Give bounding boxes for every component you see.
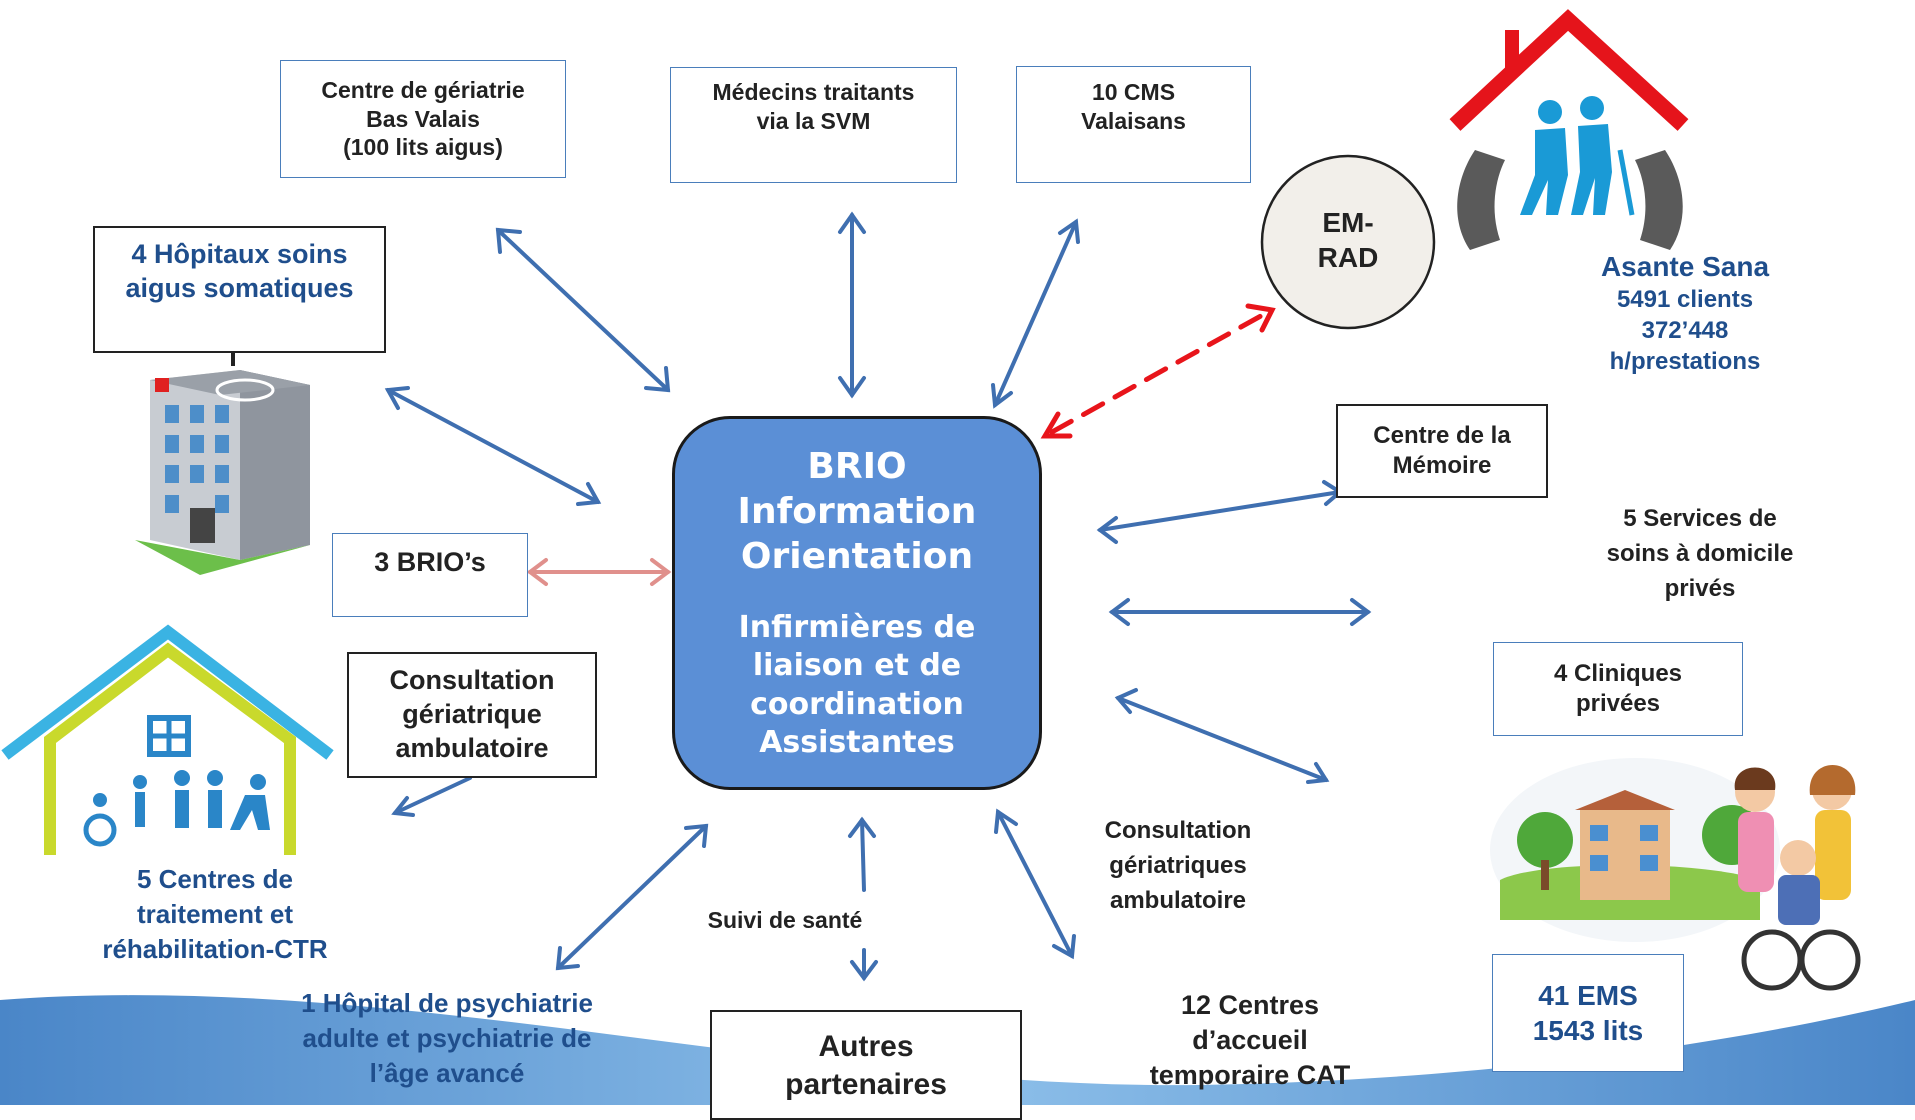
center-sub-line-4: Assistantes — [759, 724, 955, 760]
node-emrad-line-2: RAD — [1317, 242, 1379, 273]
node-cat-line-2: d’accueil — [1192, 1025, 1308, 1056]
rehabilitation-house-icon — [1, 624, 334, 855]
center-title-line-3: Orientation — [740, 535, 974, 577]
brio-center-node: BRIO Information Orientation Infirmières… — [672, 416, 1042, 790]
node-asante-clients: 5491 clients — [1616, 285, 1754, 313]
node-brios: 3 BRIO’s — [332, 533, 528, 617]
node-consult-geri-line-2: gériatriques — [1109, 851, 1247, 879]
node-memoire-line-2: Mémoire — [1392, 452, 1492, 479]
node-memoire-line-1: Centre de la — [1373, 422, 1511, 449]
emrad-dashed-arrow — [1040, 303, 1276, 439]
center-title-line-2: Information — [737, 490, 977, 532]
emrad-circle — [1260, 154, 1436, 330]
node-asante-title: Asante Sana — [1600, 251, 1770, 282]
node-psy-line-1: 1 Hôpital de psychiatrie — [301, 988, 593, 1018]
brio-link-arrow — [526, 558, 672, 586]
node-asante: Asante Sana 5491 clients 372’448 h/prest… — [1570, 250, 1800, 377]
node-psy-line-3: l’âge avancé — [369, 1058, 525, 1089]
node-asante-hours: 372’448 — [1641, 316, 1729, 344]
node-cat-line-3: temporaire CAT — [1149, 1060, 1351, 1091]
hospital-building-icon — [135, 353, 310, 575]
node-consult-geri: Consultation gériatriques ambulatoire — [1072, 814, 1284, 918]
node-geriatrie: Centre de gériatrie Bas Valais (100 lits… — [280, 60, 566, 178]
center-sub-line-2: liaison et de — [752, 648, 962, 684]
connector-arrows — [384, 211, 1372, 982]
node-ctr-line-2: traitement et — [136, 899, 294, 930]
node-consult-amb-line-3: ambulatoire — [395, 732, 549, 763]
node-consult-amb-line-2: gériatrique — [402, 699, 542, 730]
node-hopitaux: 4 Hôpitaux soins aigus somatiques — [93, 226, 386, 353]
node-ems-line-1: 41 EMS — [1538, 980, 1638, 1011]
node-consult-geri-line-1: Consultation — [1104, 817, 1252, 844]
node-medecins: Médecins traitants via la SVM — [670, 67, 957, 183]
ems-residence-icon — [1490, 758, 1861, 991]
node-cliniques-line-2: privées — [1575, 690, 1661, 717]
node-cat-line-1: 12 Centres — [1180, 990, 1320, 1020]
node-ems-line-2: 1543 lits — [1532, 1015, 1644, 1046]
node-medecins-line-2: via la SVM — [756, 107, 871, 134]
node-services-line-2: soins à domicile — [1606, 539, 1794, 567]
node-brios-label: 3 BRIO’s — [374, 547, 486, 577]
node-psy-line-2: adulte et psychiatrie de — [302, 1023, 592, 1054]
node-consult-amb-line-1: Consultation — [389, 665, 555, 696]
node-ctr-line-1: 5 Centres de — [136, 864, 294, 894]
footer-wave — [0, 995, 1915, 1105]
node-ctr: 5 Centres de traitement et réhabilitatio… — [70, 862, 360, 967]
node-services-line-1: 5 Services de — [1623, 505, 1777, 532]
node-memoire: Centre de la Mémoire — [1336, 404, 1548, 498]
node-ems: 41 EMS 1543 lits — [1492, 954, 1684, 1072]
node-cliniques-line-1: 4 Cliniques — [1553, 660, 1683, 687]
node-hopitaux-line-2: aigus somatiques — [125, 272, 354, 303]
node-suivi: Suivi de santé — [680, 906, 890, 935]
node-emrad: EM- RAD — [1280, 190, 1416, 290]
center-sub-line-3: coordination — [750, 686, 964, 722]
center-sub-line-1: Infirmières de — [738, 609, 976, 645]
node-cms-line-2: Valaisans — [1081, 107, 1186, 134]
node-asante-unit: h/prestations — [1609, 347, 1761, 375]
node-geriatrie-line-1: Centre de gériatrie — [321, 76, 525, 103]
node-services-line-3: privés — [1664, 574, 1736, 602]
node-autres-line-2: partenaires — [785, 1067, 947, 1101]
node-autres: Autres partenaires — [710, 1010, 1022, 1120]
node-cliniques: 4 Cliniques privées — [1493, 642, 1743, 736]
node-medecins-line-1: Médecins traitants — [712, 79, 915, 105]
node-geriatrie-line-3: (100 lits aigus) — [343, 134, 503, 161]
node-cms-line-1: 10 CMS — [1091, 79, 1176, 105]
node-cms: 10 CMS Valaisans — [1016, 66, 1251, 183]
node-psy: 1 Hôpital de psychiatrie adulte et psych… — [272, 986, 622, 1091]
home-care-icon — [1449, 9, 1689, 250]
node-consult-geri-line-3: ambulatoire — [1109, 886, 1247, 914]
node-geriatrie-line-2: Bas Valais — [366, 105, 480, 132]
node-ctr-line-3: réhabilitation-CTR — [102, 934, 328, 965]
node-suivi-label: Suivi de santé — [707, 907, 863, 933]
node-services: 5 Services de soins à domicile privés — [1590, 502, 1810, 606]
node-emrad-line-1: EM- — [1322, 207, 1374, 238]
node-hopitaux-line-1: 4 Hôpitaux soins — [131, 239, 348, 269]
center-title-line-1: BRIO — [807, 445, 907, 487]
node-consult-amb: Consultation gériatrique ambulatoire — [347, 652, 597, 778]
node-autres-line-1: Autres — [818, 1030, 914, 1063]
node-cat: 12 Centres d’accueil temporaire CAT — [1120, 988, 1380, 1093]
